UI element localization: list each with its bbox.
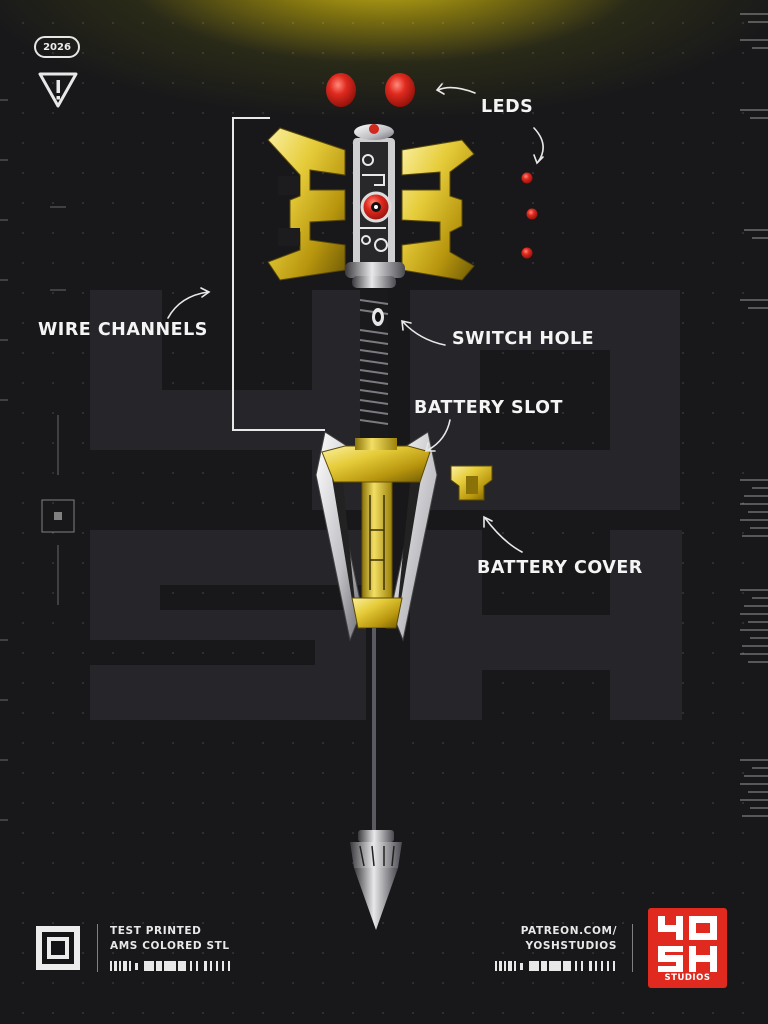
warning-icon (38, 72, 78, 108)
watermark-letters (90, 290, 682, 720)
callout-switch-hole: SWITCH HOLE (452, 329, 595, 349)
footer-left-line2: AMS COLORED STL (110, 940, 230, 952)
footer-left-barcode (110, 961, 230, 971)
callout-leds: LEDS (481, 97, 534, 117)
callout-battery-slot: BATTERY SLOT (414, 398, 563, 418)
callout-wire-channels: WIRE CHANNELS (38, 320, 208, 340)
square-target-icon (36, 926, 80, 970)
callout-battery-cover: BATTERY COVER (477, 558, 643, 578)
footer-divider-left (97, 924, 98, 972)
footer-right-barcode (495, 961, 615, 971)
footer-left-line1: TEST PRINTED (110, 925, 202, 937)
year-badge: 2026 (34, 36, 80, 58)
yosh-studios-logo: STUDIOS (648, 908, 727, 988)
footer-right-line1: PATREON.COM/ (520, 925, 617, 937)
footer-right-line2: YOSHSTUDIOS (525, 940, 617, 952)
logo-studios-text: STUDIOS (664, 973, 711, 983)
logo-letters (658, 916, 717, 972)
footer-divider-right (632, 924, 633, 972)
